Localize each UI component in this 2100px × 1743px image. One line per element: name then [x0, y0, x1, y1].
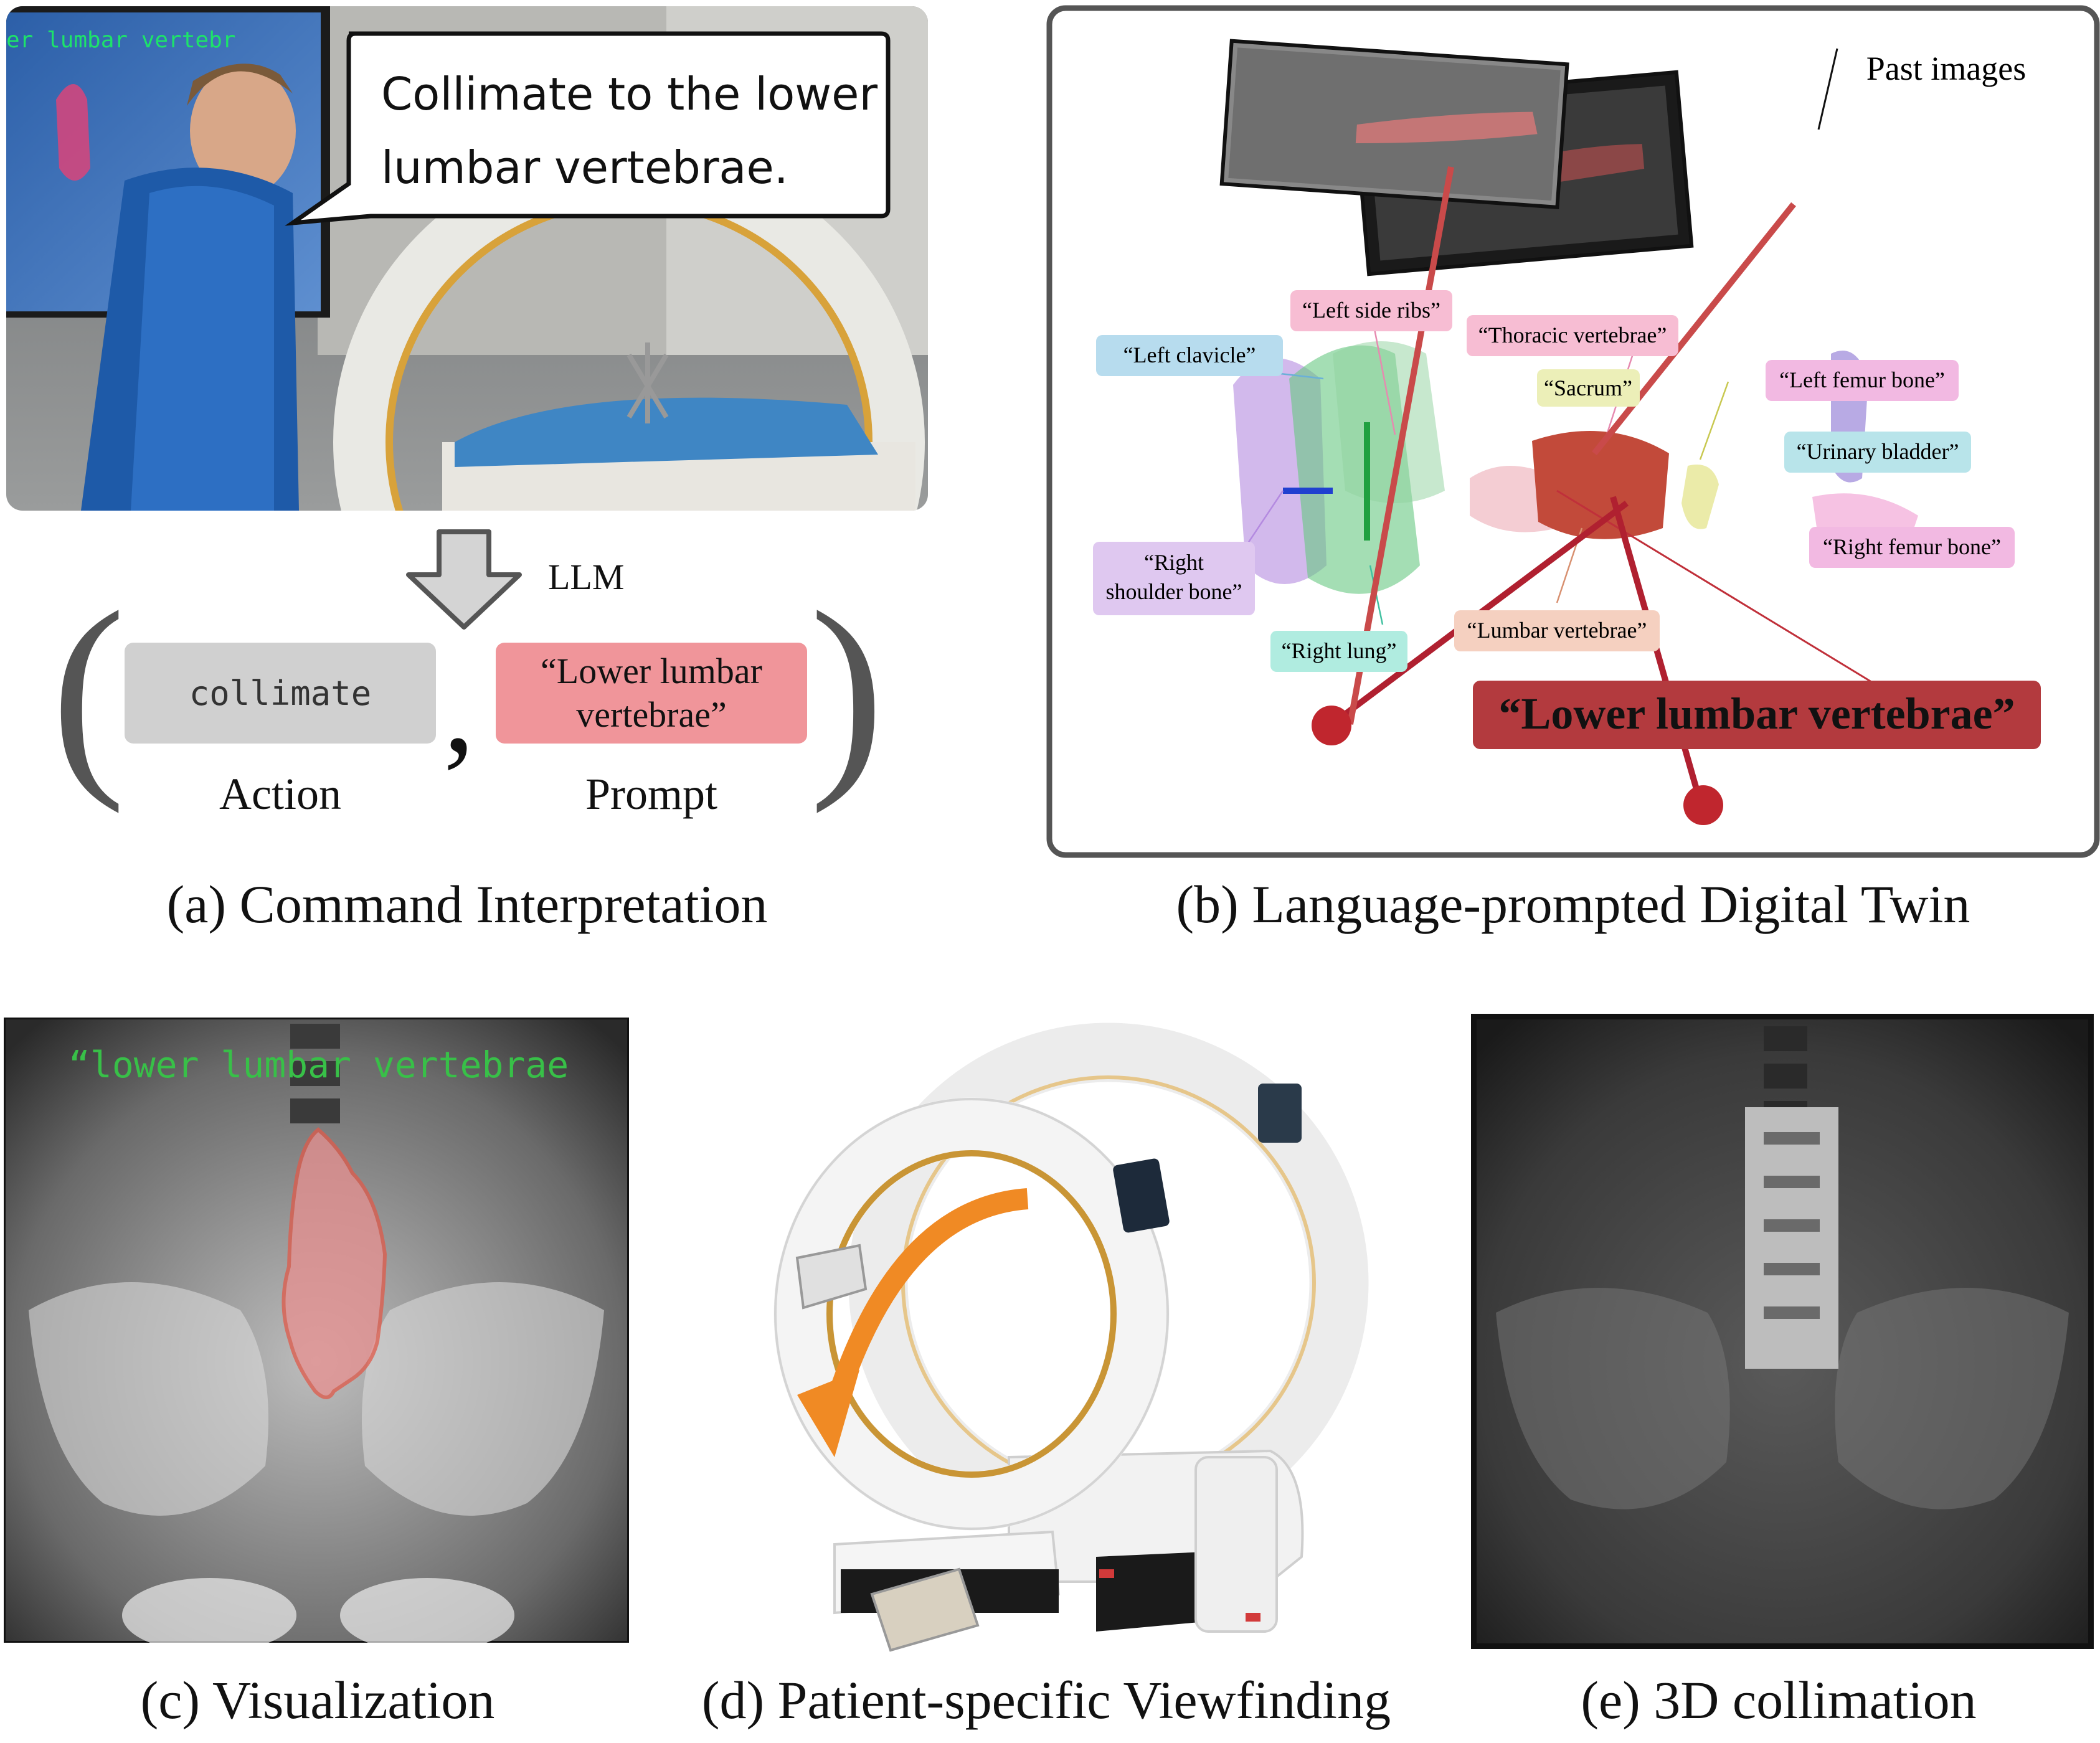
- speech-text: Collimate to the lower lumbar vertebrae.: [381, 57, 877, 204]
- tag-right-shoulder-2: shoulder bone”: [1106, 579, 1242, 604]
- caption-d: (d) Patient-specific Viewfinding: [660, 1669, 1432, 1731]
- collimated-xray: [1471, 1014, 2094, 1649]
- prompt-label: Prompt: [496, 768, 807, 820]
- panel-d: (d) Patient-specific Viewfinding: [660, 1009, 1432, 1743]
- tag-sacrum: “Sacrum”: [1544, 376, 1632, 400]
- tag-left-clavicle: “Left clavicle”: [1123, 342, 1256, 367]
- action-label: Action: [125, 768, 436, 820]
- tag-left-femur-bone: “Left femur bone”: [1779, 367, 1945, 392]
- panel-c: “lower lumbar vertebrae (c) Visualizatio…: [0, 1009, 635, 1743]
- llm-label: LLM: [548, 556, 624, 598]
- past-images-label: Past images: [1866, 50, 2026, 87]
- tag-lumbar-vertebrae: “Lumbar vertebrae”: [1467, 618, 1647, 643]
- prompt-box: “Lower lumbar vertebrae”: [496, 643, 807, 744]
- xray-visualization: [4, 1018, 629, 1643]
- query-label: “Lower lumbar vertebrae”: [1498, 689, 2015, 739]
- overlay-text-c: “lower lumbar vertebrae: [69, 1044, 623, 1086]
- tag-right-femur-bone: “Right femur bone”: [1823, 534, 2001, 559]
- tag-urinary-bladder: “Urinary bladder”: [1797, 439, 1959, 464]
- caption-b: (b) Language-prompted Digital Twin: [1046, 873, 2100, 935]
- action-box: collimate: [125, 643, 436, 744]
- down-arrow-icon: [405, 528, 523, 631]
- action-value: collimate: [189, 674, 372, 713]
- screen-overlay-text: er lumbar vertebr: [6, 27, 235, 53]
- tag-left-side-ribs: “Left side ribs”: [1302, 298, 1440, 323]
- tag-thoracic-vertebrae: “Thoracic vertebrae”: [1478, 323, 1667, 347]
- digital-twin-scene: Past images: [1046, 5, 2100, 858]
- open-paren: (: [51, 584, 126, 796]
- caption-c: (c) Visualization: [0, 1669, 635, 1731]
- tag-right-shoulder-1: “Right: [1144, 550, 1204, 575]
- c-arm-device: [760, 1021, 1383, 1656]
- caption-a: (a) Command Interpretation: [0, 873, 934, 935]
- panel-e: (e) 3D collimation: [1457, 1009, 2100, 1743]
- panel-a: er lumbar vertebr Collimate to the lower…: [0, 0, 934, 953]
- panel-b: Past images: [1046, 5, 2100, 958]
- tag-right-lung: “Right lung”: [1282, 638, 1397, 663]
- comma: ,: [443, 654, 475, 766]
- prompt-value-line1: “Lower lumbar: [541, 649, 762, 693]
- close-paren: ): [810, 584, 884, 796]
- prompt-value-line2: vertebrae”: [576, 693, 726, 737]
- caption-e: (e) 3D collimation: [1457, 1669, 2100, 1731]
